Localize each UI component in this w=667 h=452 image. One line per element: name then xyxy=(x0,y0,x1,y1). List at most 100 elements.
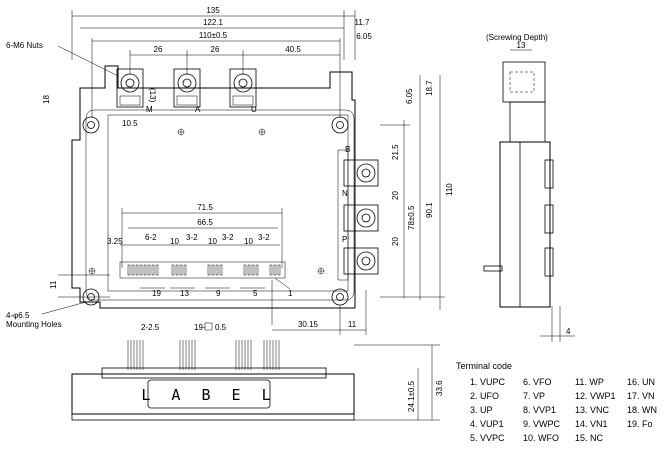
side-dim-13: 13 xyxy=(517,41,526,50)
terminal-code-item: 16. UN xyxy=(627,377,655,387)
control-pin xyxy=(211,264,215,276)
dim-18-7: 18.7 xyxy=(425,80,434,96)
terminal-code-item: 5. VVPC xyxy=(470,433,505,443)
terminal-n-letter: N xyxy=(342,189,348,198)
side-terminal-n xyxy=(544,204,554,234)
dim-21-5: 21.5 xyxy=(391,144,400,160)
terminal-code-item: 13. VNC xyxy=(575,405,610,415)
terminal-n-nut xyxy=(343,204,379,232)
terminal-code-item: 9. VWPC xyxy=(523,419,561,429)
control-pin xyxy=(269,264,273,276)
dim-6-2: 6-2 xyxy=(145,233,157,242)
control-pin xyxy=(179,264,183,276)
side-upper-case xyxy=(509,101,546,143)
control-pin xyxy=(135,264,139,276)
dim-122-1: 122.1 xyxy=(203,18,224,27)
control-pin xyxy=(219,264,223,276)
pin-9-label: 9 xyxy=(216,289,221,298)
dim-40-5: 40.5 xyxy=(285,45,301,54)
side-dim-4: 4 xyxy=(566,327,571,336)
case-screw-1 xyxy=(177,128,185,136)
front-pin-size: 0.5 xyxy=(215,323,227,332)
top-view: 135 122.1 110±0.5 11.7 6.05 26 26 40.5 (… xyxy=(6,6,454,335)
dim-26-b: 26 xyxy=(211,45,220,54)
dim-20-b: 20 xyxy=(391,237,400,246)
front-dim-24-1: 24.1±0.5 xyxy=(407,380,416,412)
pin-13-label: 13 xyxy=(180,289,189,298)
side-view: (Screwing Depth) 13 4 xyxy=(483,33,575,342)
pin-19-label: 19 xyxy=(152,289,161,298)
terminal-code-item: 14. VN1 xyxy=(575,419,608,429)
dim-78: 78±0.5 xyxy=(407,205,416,230)
control-pin xyxy=(273,264,277,276)
terminal-b-letter: B xyxy=(345,145,350,154)
terminal-code-item: 4. VUP1 xyxy=(470,419,504,429)
dim-11-left: 11 xyxy=(49,280,58,289)
control-pin xyxy=(215,264,219,276)
terminal-m-letter: M xyxy=(146,105,153,114)
front-view: L A B E L 2-2.5 19- 0.5 24.1±0.5 33.6 xyxy=(71,322,444,421)
control-pin xyxy=(247,264,251,276)
terminal-a-letter: A xyxy=(195,105,201,114)
dim-26-a: 26 xyxy=(154,45,163,54)
screwing-depth-label: (Screwing Depth) xyxy=(486,33,548,42)
terminal-u-letter: U xyxy=(251,105,257,114)
label-text: L A B E L xyxy=(141,386,276,404)
control-pin xyxy=(277,264,281,276)
control-pin xyxy=(171,264,175,276)
terminal-code-item: 19. Fo xyxy=(627,419,653,429)
control-pin-connector xyxy=(119,261,286,279)
case-screw-4 xyxy=(317,267,325,275)
control-pin xyxy=(183,264,187,276)
dim-3-25: 3.25 xyxy=(107,237,123,246)
dim-10-b: 10 xyxy=(208,237,217,246)
terminal-code-item: 17. VN xyxy=(627,391,655,401)
right-terminal-strip xyxy=(337,149,349,281)
dim-10-a: 10 xyxy=(170,237,179,246)
control-pin xyxy=(243,264,247,276)
control-pin xyxy=(143,264,147,276)
pin-1-label: 1 xyxy=(288,289,293,298)
module-base-outline xyxy=(71,65,356,309)
terminal-code-item: 2. UFO xyxy=(470,391,499,401)
dim-18: 18 xyxy=(42,95,51,104)
front-case-top xyxy=(101,367,327,379)
control-pin xyxy=(139,264,143,276)
control-pin xyxy=(147,264,151,276)
terminal-code-item: 3. UP xyxy=(470,405,493,415)
dim-110: 110±0.5 xyxy=(199,31,228,40)
dim-10-c: 10 xyxy=(244,237,253,246)
case-screw-3 xyxy=(88,267,96,275)
holes-label-a: 4-φ6.5 xyxy=(6,311,30,320)
dim-6-05-side: 6.05 xyxy=(405,88,414,104)
control-pin-row xyxy=(127,264,281,276)
dim-20-a: 20 xyxy=(391,191,400,200)
side-case-body xyxy=(499,141,551,308)
dim-3-2-b: 3-2 xyxy=(222,233,234,242)
dim-6-05-top: 6.05 xyxy=(356,32,372,41)
dim-11-7: 11.7 xyxy=(355,18,371,27)
terminal-code-item: 11. WP xyxy=(575,377,604,387)
square-pin-icon xyxy=(204,322,213,331)
terminal-code-item: 8. VVP1 xyxy=(523,405,556,415)
front-pin-size-prefix: 19- xyxy=(194,323,206,332)
dim-13: (13) xyxy=(148,88,157,103)
side-top-block xyxy=(502,61,546,103)
side-control-pins xyxy=(483,265,503,272)
mounting-hole-tl xyxy=(82,116,100,134)
terminal-p-letter: P xyxy=(342,235,347,244)
control-pin xyxy=(207,264,211,276)
front-pin-groups xyxy=(127,340,280,370)
terminal-code-item: 7. VP xyxy=(523,391,545,401)
dim-71-5: 71.5 xyxy=(197,203,213,212)
terminal-code-title: Terminal code xyxy=(456,361,512,371)
control-pin xyxy=(151,264,155,276)
holes-label-b: Mounting Holes xyxy=(6,320,62,329)
control-pin xyxy=(175,264,179,276)
dim-135: 135 xyxy=(206,6,220,15)
control-pin xyxy=(131,264,135,276)
control-pin xyxy=(251,264,255,276)
terminal-code-item: 15. NC xyxy=(575,433,604,443)
